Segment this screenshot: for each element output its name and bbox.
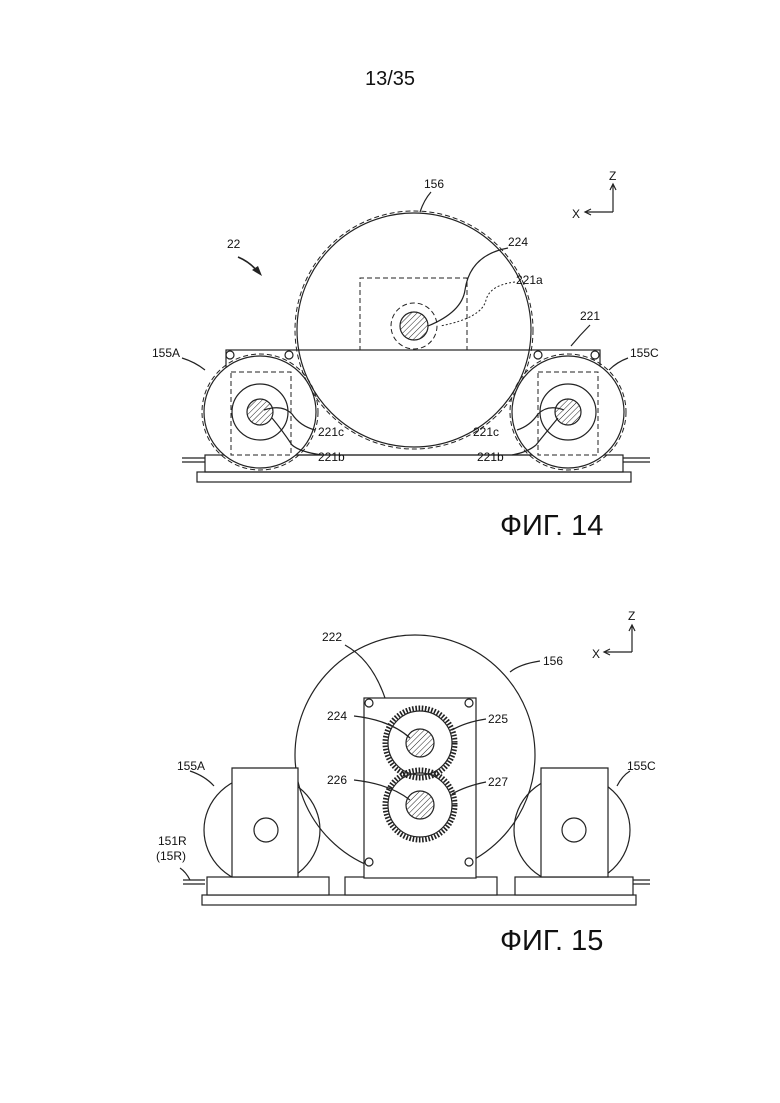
figure-15-caption: ФИГ. 15 [500,925,603,958]
label-156: 156 [543,654,563,668]
axis-z-label: Z [628,609,635,623]
label-222: 222 [322,630,342,644]
label-227: 227 [488,775,508,789]
label-15R: (15R) [156,849,186,863]
label-226: 226 [327,773,347,787]
base-plate [202,895,636,905]
shaft-224 [406,729,434,757]
label-224: 224 [327,709,347,723]
label-151R: 151R [158,834,187,848]
label-155C: 155C [627,759,656,773]
label-225: 225 [488,712,508,726]
axis-x-label: X [592,647,600,661]
support-right [515,768,633,895]
shaft-226 [406,791,434,819]
label-155A: 155A [177,759,205,773]
axis-marker-fig15: Z X [592,609,635,661]
